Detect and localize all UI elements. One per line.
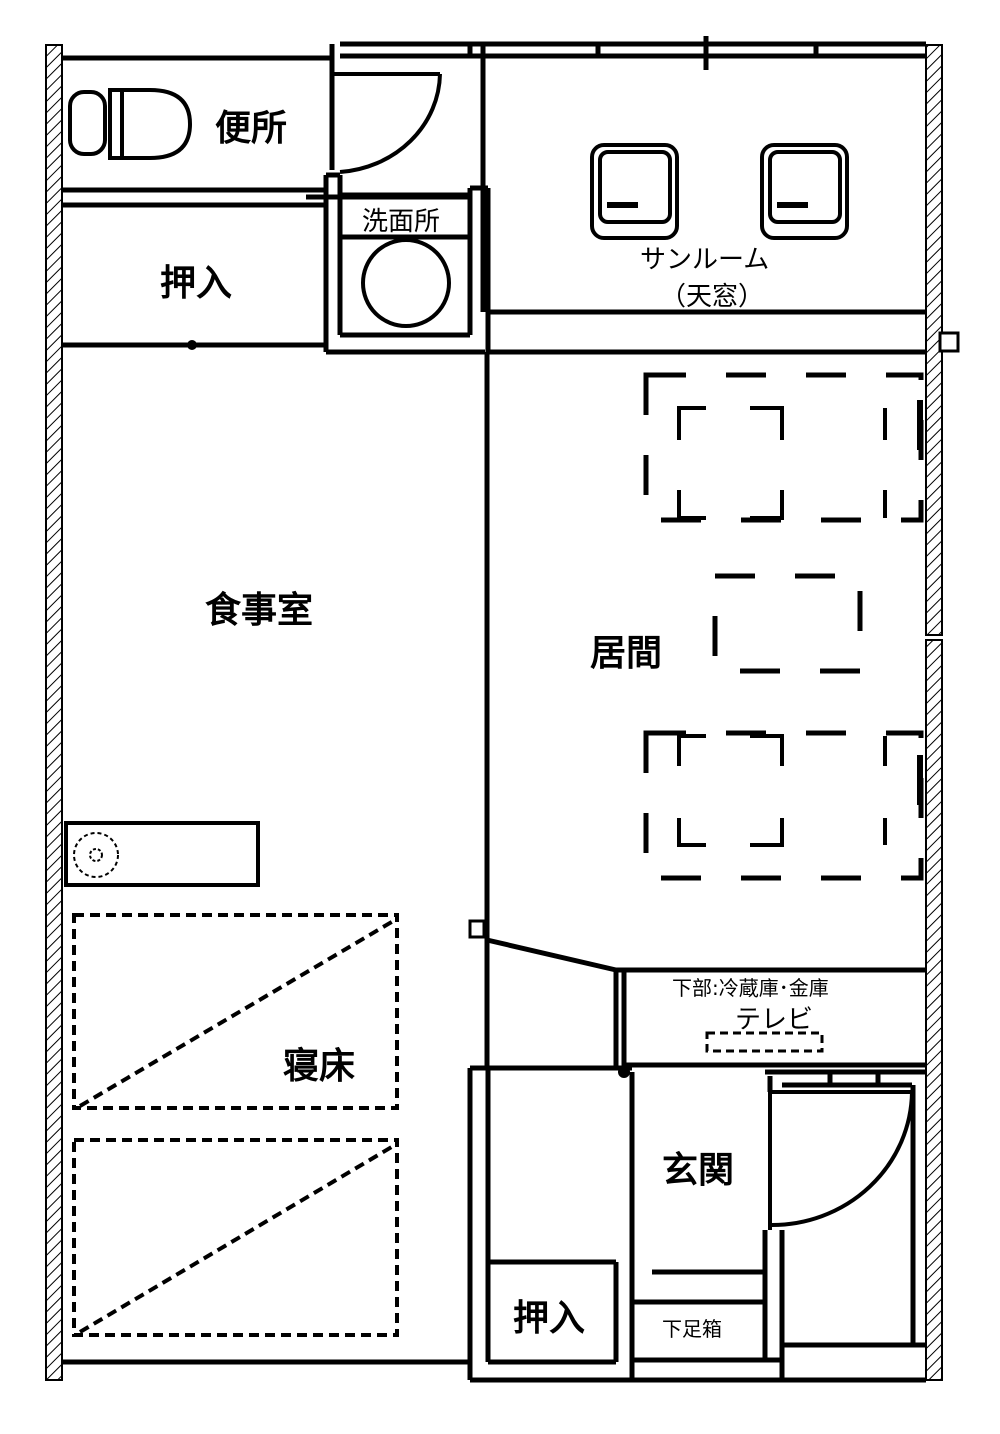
door-swing-icon <box>332 72 442 174</box>
left-wall <box>45 44 63 1381</box>
room-label-toilet: 便所 <box>215 108 287 149</box>
sink-icon <box>73 832 119 878</box>
room-label-entrance: 玄関 <box>662 1150 734 1191</box>
room-label-closet-bottom: 押入 <box>513 1298 585 1339</box>
kitchen-counter <box>64 821 260 887</box>
room-label-dining: 食事室 <box>205 590 313 631</box>
room-label-washroom: 洗面所 <box>362 207 440 237</box>
room-label-shoe-box: 下足箱 <box>662 1317 722 1341</box>
table-icon <box>643 730 924 881</box>
cabinet-note: 下部:冷蔵庫･金庫 <box>672 976 829 1000</box>
tv-icon <box>705 1031 824 1053</box>
living-furniture <box>643 372 924 881</box>
table-icon <box>712 573 863 674</box>
column-dot <box>618 1066 630 1078</box>
exterior-walls <box>45 44 960 1381</box>
wall-stub <box>938 331 960 353</box>
door-swing-icon <box>768 1090 914 1230</box>
right-wall-bottom <box>925 639 943 1381</box>
armchair-icon <box>590 143 679 240</box>
wall-stub <box>468 919 486 939</box>
room-label-sunroom-note: （天窓） <box>660 282 764 312</box>
wash-basin-icon <box>361 238 451 328</box>
bed-outline <box>72 913 399 1337</box>
sink-drain-icon <box>89 848 103 862</box>
room-label-closet-top: 押入 <box>160 263 232 304</box>
room-label-bed: 寝床 <box>283 1045 355 1087</box>
living-furniture-inner <box>677 400 923 847</box>
tv-label: テレビ <box>735 1005 813 1035</box>
toilet-icon <box>68 88 193 160</box>
column-dot <box>187 340 197 350</box>
room-label-living: 居間 <box>590 633 662 674</box>
armchair-icon <box>760 143 849 240</box>
room-label-sunroom: サンルーム <box>640 245 769 275</box>
